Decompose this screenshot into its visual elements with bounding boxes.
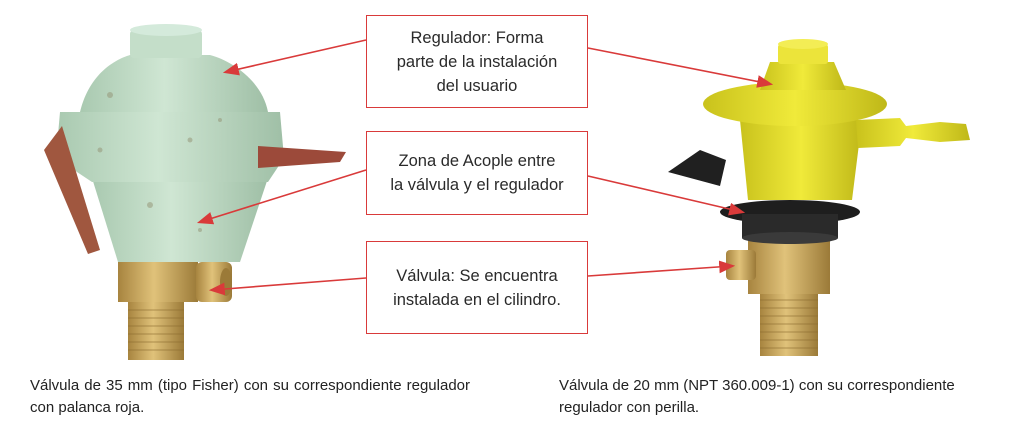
left-brass-body [118,258,198,302]
right-brass-thread [760,290,818,356]
left-green-cap [130,30,202,58]
arrow-coupling-left [196,169,367,225]
right-yellow-flange [703,82,887,126]
right-yellow-cap [778,44,828,64]
right-brass-hex [748,240,830,294]
right-thread-lines [760,299,818,349]
left-green-cone [56,112,284,182]
callout-valve-line-2: instalada en el cilindro. [393,290,561,309]
right-hose-nozzle [856,118,970,148]
callout-regulator-line-3: del usuario [436,76,518,95]
arrow-valve-right [587,260,736,277]
arrow-coupling-right [587,175,746,216]
callout-regulator-line-2: parte de la instalación [396,52,558,71]
left-lever-handle [44,126,100,254]
left-valve-photo [44,24,346,360]
left-red-lever [258,146,346,168]
arrow-valve-left [208,277,367,296]
callout-coupling-line-2: la válvula y el regulador [390,176,564,194]
right-yellow-body [740,120,862,200]
left-paint-chips [97,92,222,232]
left-green-dome [80,55,268,112]
callout-regulator: Regulador: Forma parte de la instalación… [366,15,588,108]
callout-coupling-zone: Zona de Acople entre la válvula y el reg… [366,131,588,215]
right-black-knob [668,150,726,186]
left-thread-lines [128,309,184,351]
callout-arrows [196,39,774,296]
callout-valve: Válvula: Se encuentra instalada en el ci… [366,241,588,334]
arrow-regulator-right [587,47,774,88]
caption-right: Válvula de 20 mm (NPT 360.009-1) con su … [559,377,955,416]
arrow-regulator-left [222,39,367,76]
left-green-lower-body [92,178,268,262]
callout-regulator-line-1: Regulador: Forma [410,28,544,47]
left-brass-thread [128,300,184,360]
caption-left: Válvula de 35 mm (tipo Fisher) con su co… [30,377,470,416]
right-valve-photo [668,39,970,356]
callout-coupling-line-1: Zona de Acople entre [398,152,556,170]
callout-valve-line-1: Válvula: Se encuentra [396,266,558,285]
right-yellow-top [760,62,846,90]
right-brass-outlet [726,250,756,280]
